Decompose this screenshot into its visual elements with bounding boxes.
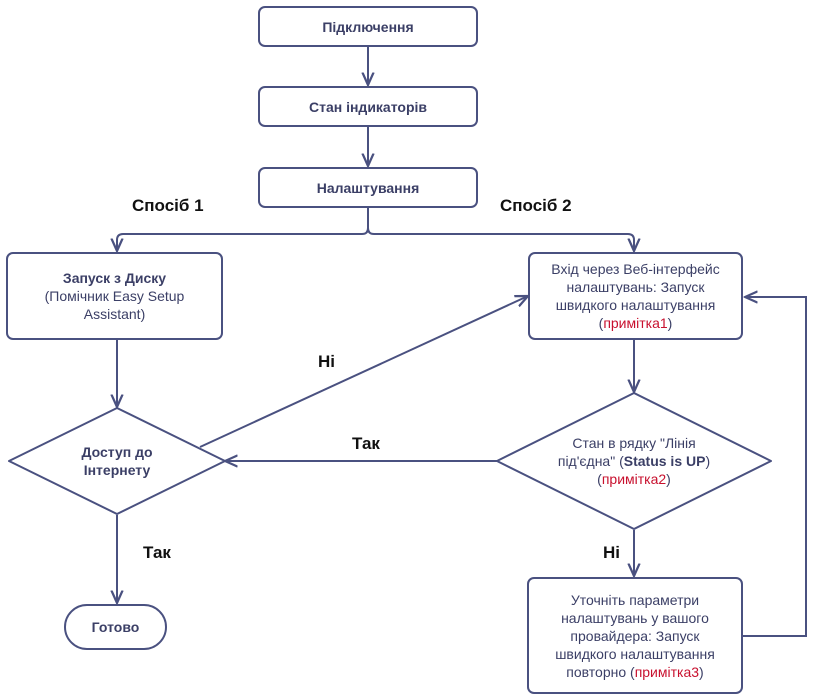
label-no-left: Ні	[318, 352, 335, 371]
check-box: Уточніть параметри налаштувань у вашого …	[527, 577, 743, 694]
method2-label: Спосіб 2	[500, 196, 572, 215]
decision-internet: Доступ до Інтернету	[40, 440, 194, 482]
method1-label: Спосіб 1	[132, 196, 204, 215]
status-note-line: (примітка2)	[597, 470, 671, 488]
done-terminator: Готово	[64, 604, 167, 650]
label-no-right: Ні	[603, 543, 620, 562]
decision-internet-shape	[8, 407, 226, 515]
decision-status: Стан в рядку "Лінія під'єдна" (Status is…	[540, 433, 728, 489]
disk-sub-line2: Assistant)	[83, 306, 146, 322]
check-line2: налаштувань у вашого	[561, 609, 709, 626]
web-note-open: (	[598, 315, 604, 331]
check-line5-a: повторно (	[566, 663, 635, 680]
status-note: примітка2	[601, 471, 667, 487]
arrow-check-to-web-loop	[743, 297, 807, 637]
web-note-line: (примітка1)	[599, 314, 673, 332]
label-yes-bottom: Так	[143, 543, 171, 562]
status-line2-c: )	[705, 453, 711, 469]
web-line2: налаштувань: Запуск	[566, 279, 705, 295]
internet-line2: Інтернету	[83, 462, 151, 478]
check-line4: швидкого налаштування	[555, 645, 715, 662]
disk-title: Запуск з Диску	[62, 270, 167, 286]
step-connect-label: Підключення	[322, 18, 414, 35]
status-line1: Стан в рядку "Лінія	[572, 435, 696, 451]
check-line5: повторно (примітка3)	[566, 663, 703, 681]
arrow-internet-to-web-no	[199, 296, 528, 448]
web-line3: швидкого налаштування	[555, 297, 716, 313]
step-leds-label: Стан індикаторів	[308, 98, 427, 115]
status-line2-a: під'єдна" (	[557, 453, 624, 469]
web-note-close: )	[667, 315, 673, 331]
step-connect: Підключення	[258, 6, 478, 47]
step-leds: Стан індикаторів	[258, 86, 478, 127]
label-yes-mid: Так	[352, 434, 380, 453]
check-line1: Уточніть параметри	[570, 591, 700, 608]
step-setup: Налаштування	[258, 167, 478, 208]
status-note-open: (	[597, 471, 602, 487]
check-note: примітка3	[634, 663, 700, 680]
disk-sub-line1: (Помічник Easy Setup	[44, 288, 185, 304]
disk-box: Запуск з Диску (Помічник Easy Setup Assi…	[6, 252, 223, 340]
check-line5-c: )	[699, 663, 704, 680]
decision-status-shape	[496, 392, 772, 530]
arrow-setup-to-web	[367, 208, 634, 251]
internet-line1: Доступ до	[81, 444, 153, 460]
step-setup-label: Налаштування	[316, 179, 420, 196]
web-line1: Вхід через Веб-інтерфейс	[551, 261, 720, 277]
status-note-close: )	[666, 471, 671, 487]
status-line2: під'єдна" (Status is UP)	[558, 452, 710, 470]
web-note: примітка1	[603, 315, 668, 331]
check-line3: провайдера: Запуск	[570, 627, 700, 644]
status-up: Status is UP	[623, 453, 706, 469]
web-box: Вхід через Веб-інтерфейс налаштувань: За…	[528, 252, 743, 340]
done-label: Готово	[91, 619, 140, 635]
